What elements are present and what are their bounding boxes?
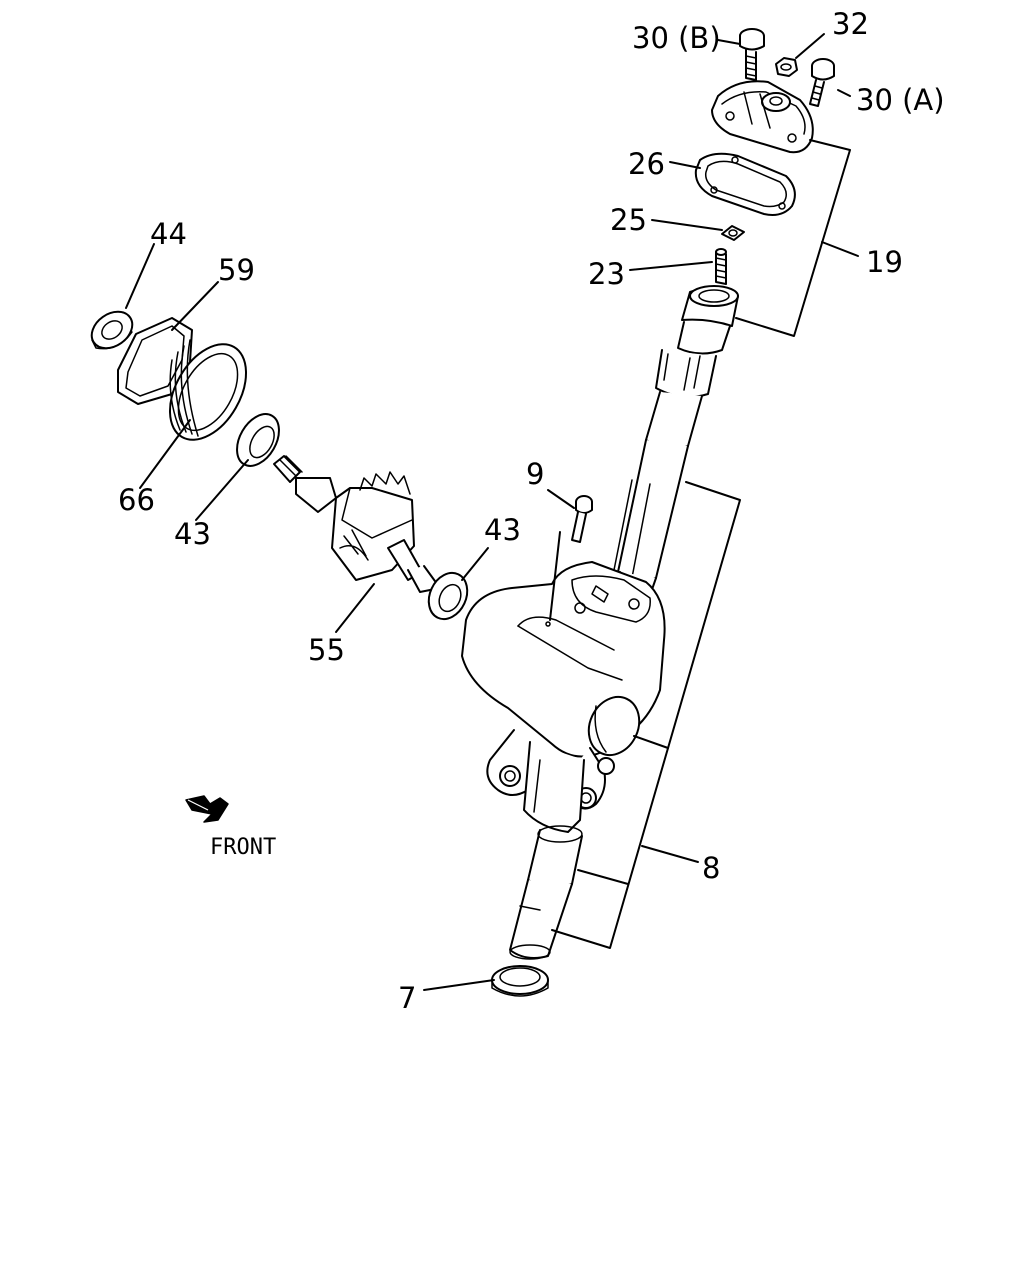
callout-55: 55 — [308, 633, 345, 667]
callout-59: 59 — [218, 253, 255, 287]
callout-25: 25 — [610, 203, 647, 237]
front-label: FRONT — [210, 835, 276, 860]
gear-housing — [461, 561, 666, 833]
bracket-19 — [735, 139, 859, 337]
leader-lines — [125, 33, 851, 991]
bolt-9 — [571, 495, 593, 543]
top-cover — [711, 80, 814, 154]
callout-32: 32 — [832, 7, 869, 41]
bolt-30a — [809, 58, 835, 107]
bolt-30b — [739, 28, 765, 81]
callout-30b: 30 (B) — [632, 21, 721, 55]
adjust-screw-23 — [715, 248, 727, 285]
bearing-44 — [90, 310, 134, 350]
bearing-43-right — [427, 571, 469, 621]
callout-19: 19 — [866, 245, 903, 279]
callout-23: 23 — [588, 257, 625, 291]
front-arrow-icon — [185, 795, 229, 823]
callout-43-right: 43 — [484, 513, 521, 547]
gasket-26 — [694, 152, 796, 216]
callout-43-left: 43 — [174, 517, 211, 551]
seal-7 — [491, 965, 549, 997]
callout-8: 8 — [702, 851, 720, 885]
ball-nut-55 — [273, 455, 441, 593]
bracket-8 — [551, 481, 741, 949]
nut-32 — [775, 57, 798, 77]
callout-7: 7 — [398, 981, 416, 1015]
callout-30a: 30 (A) — [856, 83, 945, 117]
callout-66: 66 — [118, 483, 155, 517]
output-shaft — [509, 825, 583, 960]
callout-44: 44 — [150, 217, 187, 251]
callout-26: 26 — [628, 147, 665, 181]
callout-9: 9 — [526, 457, 544, 491]
adjust-plug-66 — [169, 339, 247, 441]
washer-25 — [721, 225, 745, 241]
